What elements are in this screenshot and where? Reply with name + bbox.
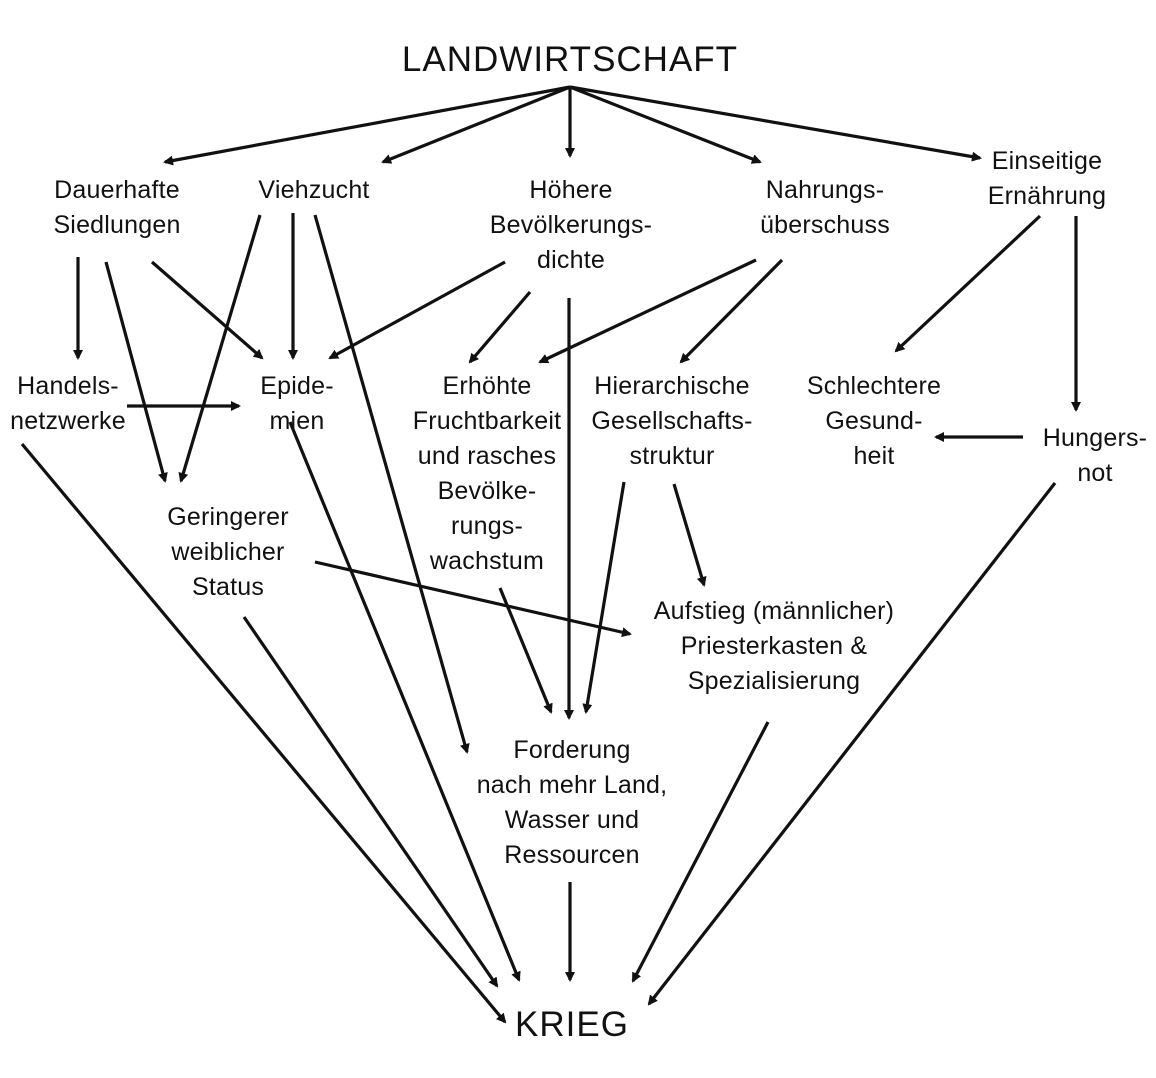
node-forderung-ressourcen: Forderung nach mehr Land, Wasser und Res… <box>477 733 668 873</box>
node-epidemien: Epide- mien <box>260 369 333 439</box>
node-line: Spezialisierung <box>687 667 861 695</box>
node-line: heit <box>853 442 895 470</box>
node-line: netzwerke <box>10 407 126 435</box>
node-line: rungs- <box>450 512 524 540</box>
node-line: Siedlungen <box>53 211 181 239</box>
node-line: LANDWIRTSCHAFT <box>401 40 739 79</box>
node-line: struktur <box>629 442 715 470</box>
node-line: Geringerer <box>167 503 289 531</box>
node-geringerer-weiblicher-status: Geringerer weiblicher Status <box>167 500 289 605</box>
node-line: Höhere <box>529 176 613 204</box>
arrow-geringerer-to-aufstieg <box>314 560 632 638</box>
arrow-aufstieg-to-krieg <box>631 721 770 983</box>
arrow-viehzucht-to-geringerer <box>178 214 262 483</box>
node-handelsnetzwerke: Handels- netzwerke <box>10 369 126 439</box>
node-line: Viehzucht <box>258 176 370 204</box>
node-landwirtschaft: LANDWIRTSCHAFT <box>402 38 738 82</box>
arrow-viehzucht-to-forderung <box>313 214 470 754</box>
arrow-hierarchische-to-aufstieg <box>672 483 707 587</box>
node-line: Bevölke- <box>437 477 537 505</box>
arrow-landwirtschaft-to-nahrung <box>569 85 762 164</box>
node-line: KRIEG <box>515 1005 629 1044</box>
arrow-hierarchische-to-forderung <box>582 481 626 714</box>
arrow-nahrung-to-erhoehte <box>538 258 757 364</box>
arrow-einseitige-to-schlechtere <box>894 214 1042 353</box>
arrow-dauerhafte-to-geringerer <box>104 261 168 483</box>
node-line: Einseitige <box>991 147 1103 175</box>
node-krieg: KRIEG <box>515 1003 629 1047</box>
node-line: Wasser und <box>504 806 640 834</box>
node-line: Status <box>191 573 265 601</box>
node-aufstieg-priesterkasten: Aufstieg (männlicher) Priesterkasten & S… <box>654 594 894 699</box>
node-line: Gesellschafts- <box>591 407 753 435</box>
node-line: Hierarchische <box>594 372 750 400</box>
node-line: Hungers- <box>1042 424 1148 452</box>
node-schlechtere-gesundheit: Schlechtere Gesund- heit <box>807 369 941 474</box>
node-line: dichte <box>537 246 605 274</box>
node-line: Handels- <box>17 372 119 400</box>
node-line: Bevölkerungs- <box>489 211 653 239</box>
node-line: not <box>1077 459 1113 487</box>
node-line: Erhöhte <box>442 372 532 400</box>
node-hierarchische-gesellschaftsstruktur: Hierarchische Gesellschafts- struktur <box>591 369 752 474</box>
node-line: Schlechtere <box>806 372 942 400</box>
node-line: Ernährung <box>987 182 1107 210</box>
arrow-hoehere-to-erhoehte <box>468 290 532 364</box>
arrow-landwirtschaft-to-einseitige <box>569 85 982 162</box>
arrow-handel-to-krieg <box>20 442 507 1024</box>
arrow-dauerhafte-to-epidemien <box>150 260 264 360</box>
node-line: Nahrungs- <box>765 176 885 204</box>
node-line: Fruchtbarkeit <box>412 407 562 435</box>
node-viehzucht: Viehzucht <box>258 173 369 208</box>
node-line: wachstum <box>429 547 545 575</box>
node-line: Ressourcen <box>504 841 640 869</box>
arrow-epidemien-to-krieg <box>288 421 521 982</box>
node-line: mien <box>269 407 325 435</box>
node-line: Dauerhafte <box>54 176 180 204</box>
node-nahrungsueberschuss: Nahrungs- überschuss <box>760 173 890 243</box>
arrow-hoehere-to-epidemien <box>328 260 506 360</box>
node-line: Aufstieg (männlicher) <box>653 597 895 625</box>
arrow-geringerer-to-krieg <box>242 616 499 988</box>
node-line: Priesterkasten & <box>680 632 868 660</box>
node-line: Forderung <box>513 736 631 764</box>
node-line: Epide- <box>260 372 334 400</box>
arrow-landwirtschaft-to-viehzucht <box>381 85 571 164</box>
node-line: nach mehr Land, <box>476 771 668 799</box>
node-line: überschuss <box>760 211 890 239</box>
arrow-nahrung-to-hierarchische <box>679 258 784 364</box>
node-line: Gesund- <box>825 407 923 435</box>
node-line: weiblicher <box>171 538 285 566</box>
node-hungersnot: Hungers- not <box>1043 421 1147 491</box>
arrow-hungersnot-to-krieg <box>647 482 1057 1006</box>
node-dauerhafte-siedlungen: Dauerhafte Siedlungen <box>53 173 180 243</box>
node-einseitige-ernaehrung: Einseitige Ernährung <box>988 144 1107 214</box>
node-erhoehte-fruchtbarkeit: Erhöhte Fruchtbarkeit und rasches Bevölk… <box>413 369 562 579</box>
edge-layer <box>20 85 1081 1024</box>
arrow-erhoehte-to-forderung <box>498 587 553 714</box>
arrow-landwirtschaft-to-dauerhafte <box>163 85 571 166</box>
node-line: und rasches <box>417 442 557 470</box>
node-hoehere-bevoelkerungsdichte: Höhere Bevölkerungs- dichte <box>490 173 652 278</box>
